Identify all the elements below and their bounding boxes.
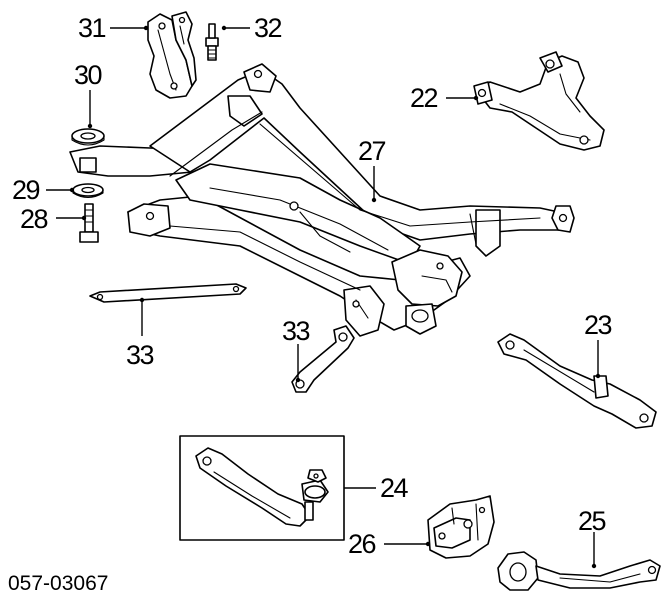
callout-31: 31 (78, 13, 106, 43)
callout-26: 26 (348, 529, 376, 559)
part-27-crossmember[interactable] (69, 63, 575, 337)
part-28-bolt[interactable] (79, 203, 99, 243)
callout-33-left: 33 (126, 340, 154, 370)
part-29-washer[interactable] (72, 183, 104, 199)
callout-27: 27 (358, 136, 386, 166)
part-32-bolt[interactable] (205, 23, 219, 61)
part-25-toe-link[interactable] (497, 551, 661, 591)
callout-29: 29 (12, 175, 40, 205)
part-33-flat-strut-left[interactable] (89, 283, 247, 303)
callout-33-middle: 33 (282, 316, 310, 346)
part-22-upper-arm[interactable] (473, 51, 605, 151)
callout-24: 24 (380, 473, 409, 503)
diagram-code: 057-03067 (8, 572, 108, 595)
callout-25: 25 (578, 506, 606, 536)
callout-22: 22 (410, 83, 438, 113)
part-24-lower-arm-box[interactable] (179, 435, 345, 541)
part-23-lateral-link[interactable] (497, 333, 657, 429)
callout-30: 30 (74, 60, 102, 90)
callout-28: 28 (20, 204, 48, 234)
callout-23: 23 (584, 310, 612, 340)
part-31-bracket[interactable] (147, 11, 197, 99)
callout-32: 32 (254, 13, 282, 43)
leader-lines (46, 25, 601, 569)
part-26-mount-bracket[interactable] (427, 495, 495, 559)
part-30-washer[interactable] (71, 128, 105, 146)
